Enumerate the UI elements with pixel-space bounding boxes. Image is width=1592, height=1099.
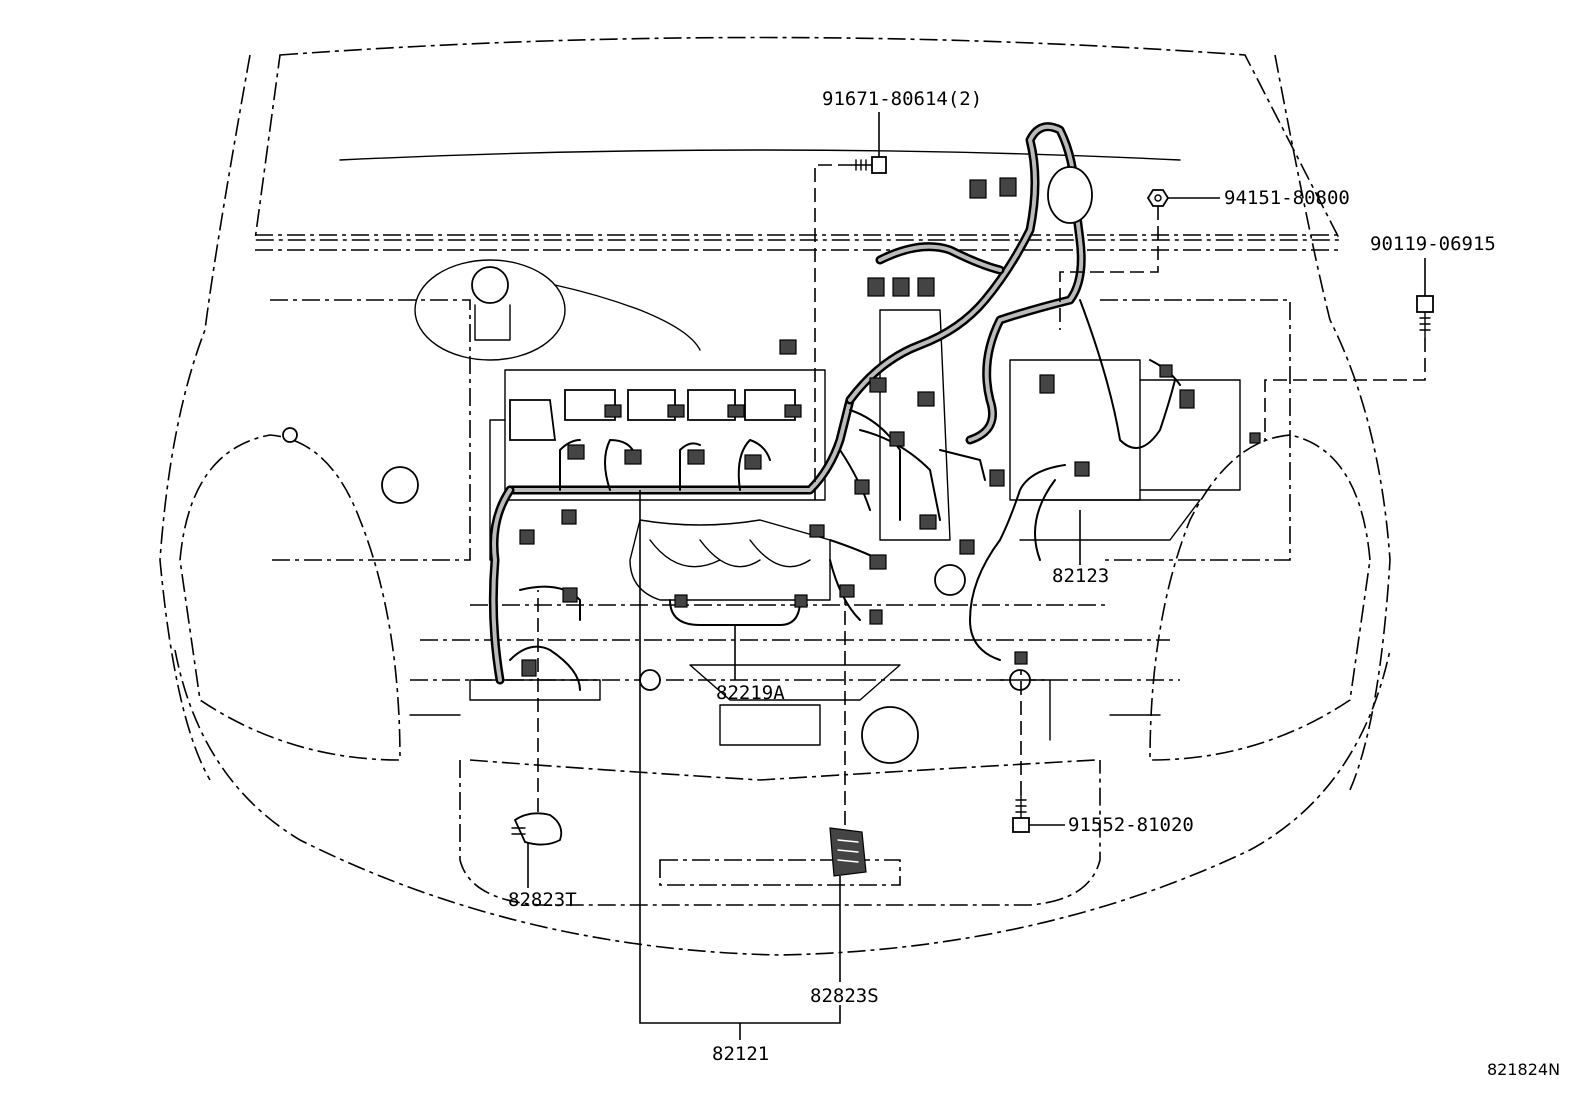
engine-components (282, 259, 1241, 764)
label-90119-06915: 90119-06915 (1370, 233, 1496, 255)
label-82121: 82121 (712, 1043, 769, 1065)
connector-82823s-icon (829, 827, 867, 877)
label-82123: 82123 (1052, 565, 1109, 587)
relay-82823t-icon (511, 812, 563, 846)
label-82823s: 82823S (810, 985, 879, 1007)
leader-lines (527, 112, 1426, 1040)
ignition-coils (509, 389, 796, 441)
bolt-91671-icon (851, 156, 887, 174)
bolt-90119-icon (1416, 295, 1434, 339)
diagram-id: 821824N (1487, 1060, 1560, 1079)
vehicle-body-outline (159, 36, 1391, 956)
connectors (519, 177, 1261, 677)
fasteners (511, 156, 1434, 877)
part-labels: 91671-80614(2) 94151-80800 90119-06915 8… (508, 88, 1560, 1079)
nut-94151-icon (1146, 189, 1170, 207)
label-82219a: 82219A (716, 682, 785, 704)
label-82823t: 82823T (508, 889, 577, 911)
bolt-91552-icon (1012, 794, 1030, 833)
label-94151-80800: 94151-80800 (1224, 187, 1350, 209)
label-91552-81020: 91552-81020 (1068, 814, 1194, 836)
label-91671-80614: 91671-80614(2) (822, 88, 982, 110)
